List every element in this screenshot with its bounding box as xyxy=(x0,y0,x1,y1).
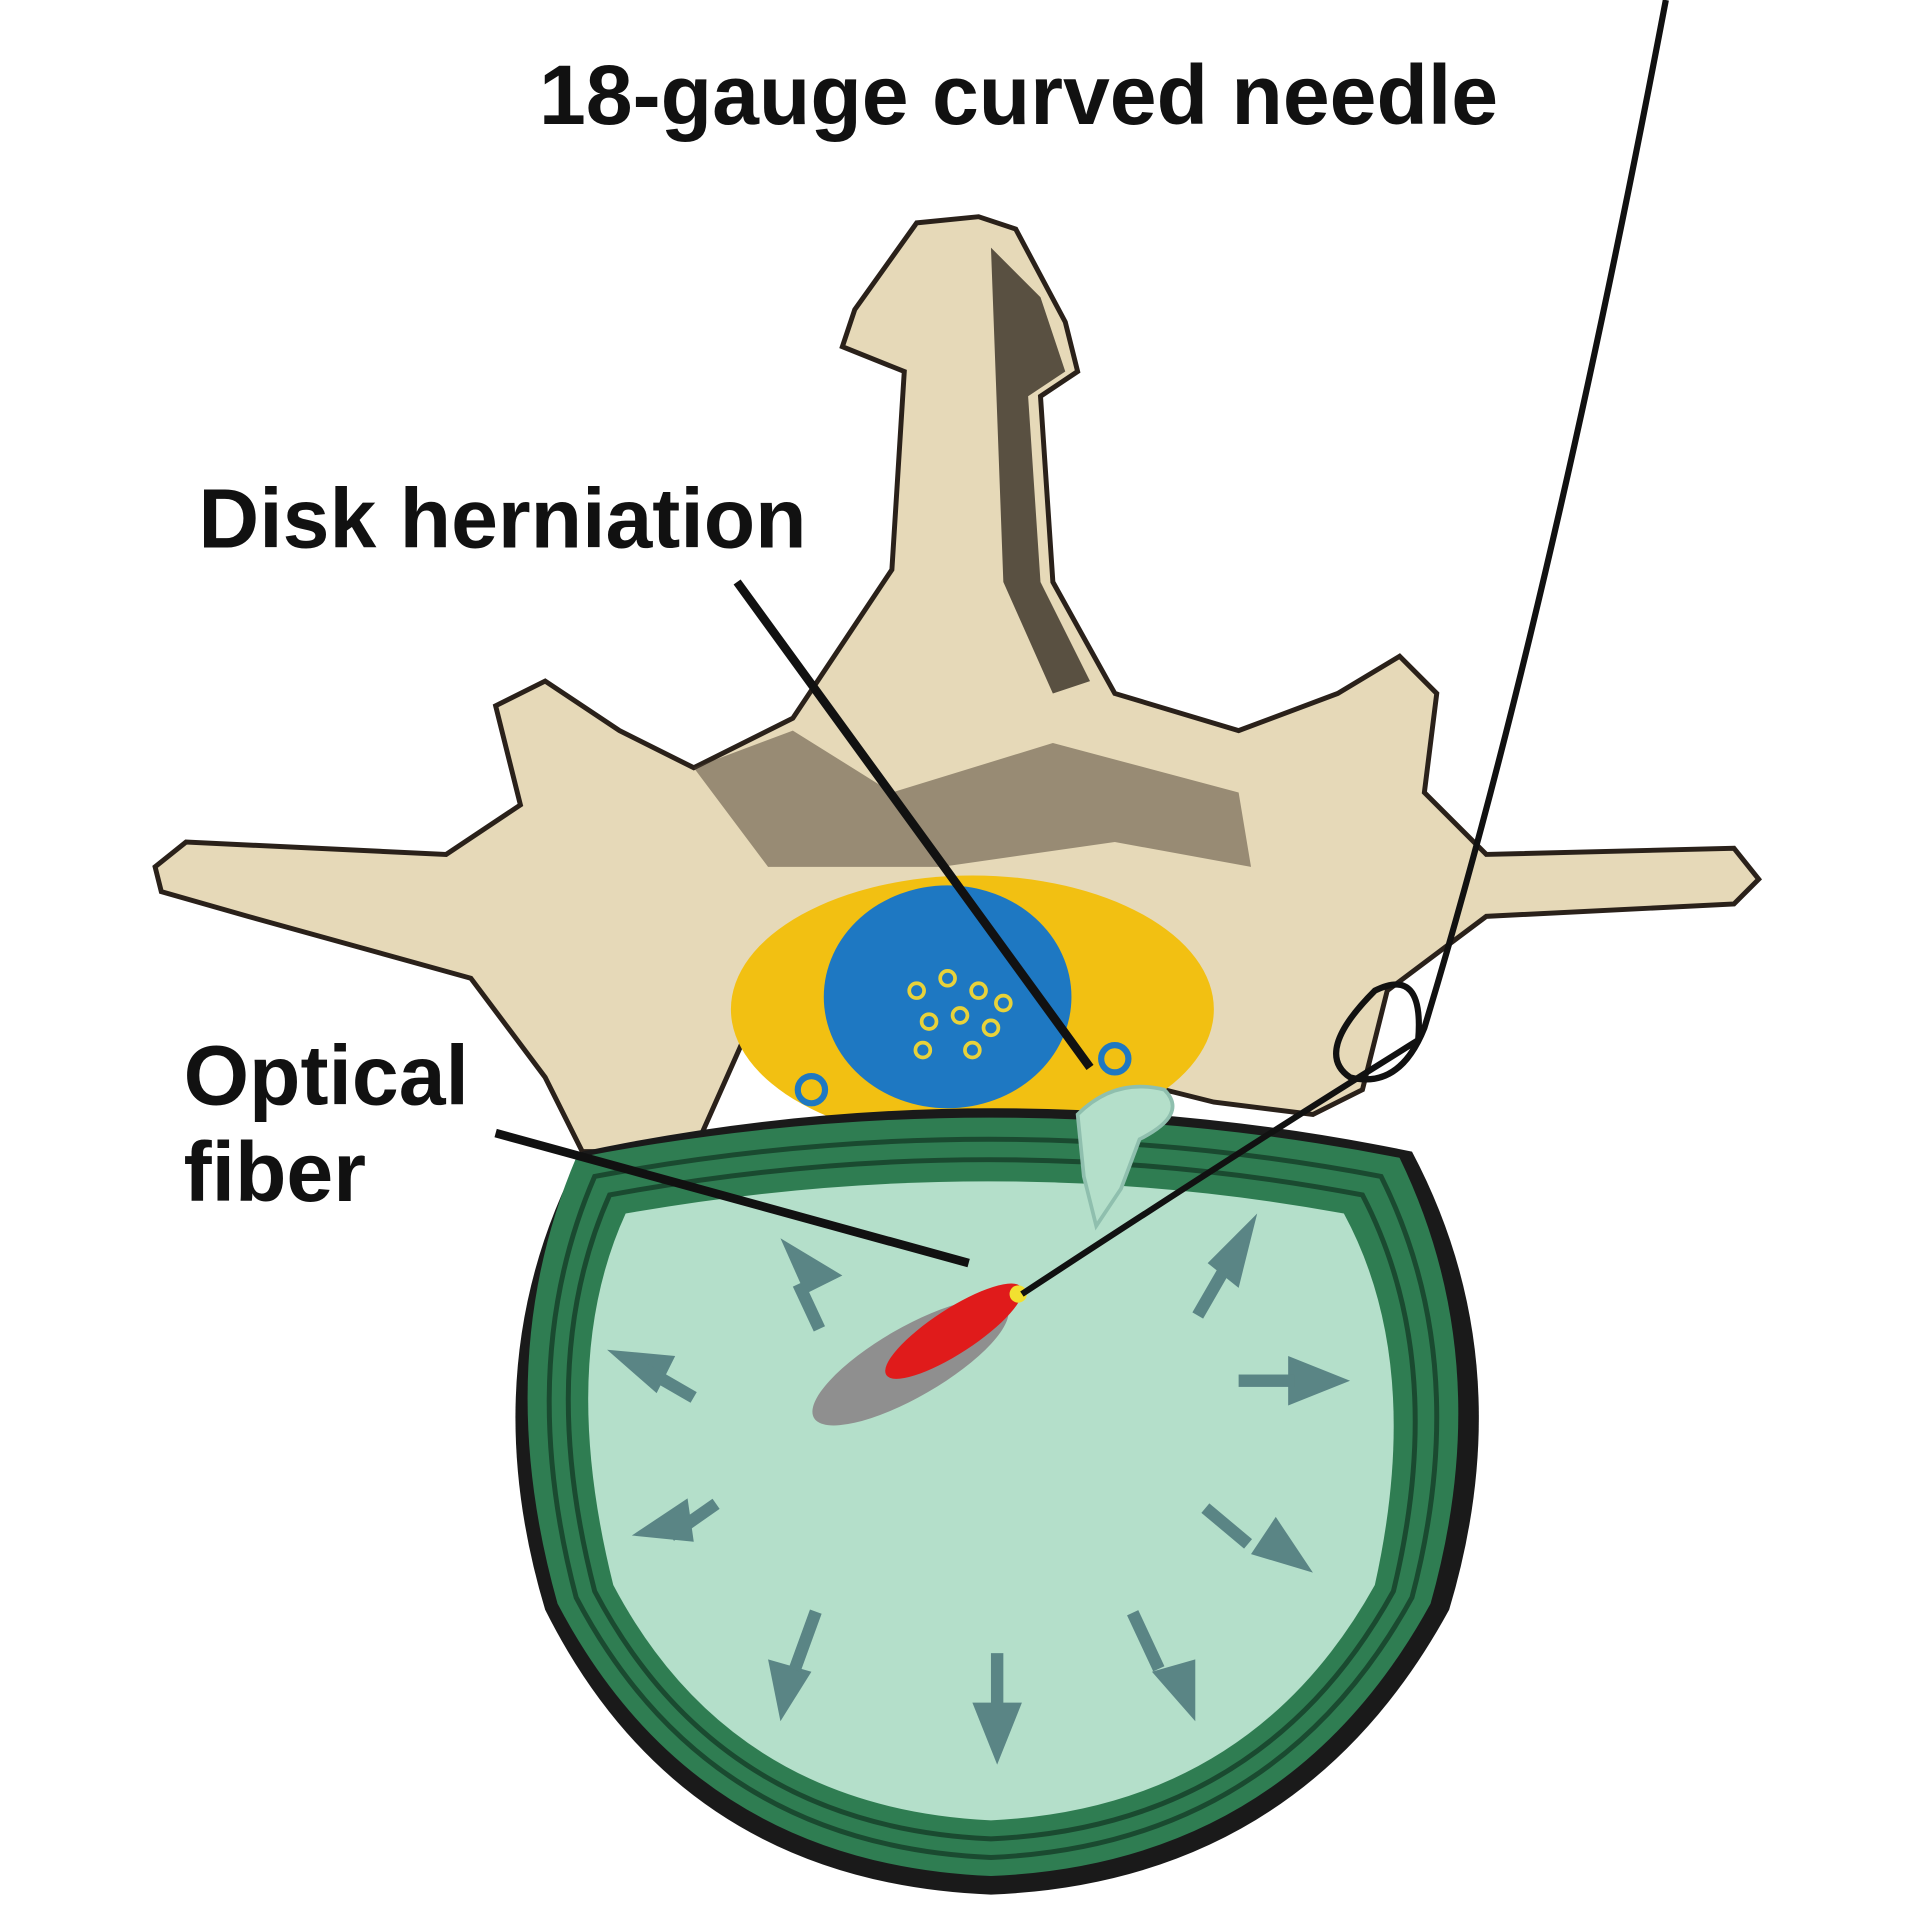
spinal-cord xyxy=(823,885,1072,1109)
spinal-canal xyxy=(730,875,1214,1143)
needle-label: 18-gauge curved needle xyxy=(539,48,1498,142)
curved-needle xyxy=(1020,0,1669,1297)
pressure-arrows xyxy=(607,1213,1351,1765)
herniated-material xyxy=(1075,1084,1175,1231)
herniation-label: Disk herniation xyxy=(198,471,806,565)
laser-ablation xyxy=(885,1283,1023,1379)
intervertebral-disk xyxy=(515,1084,1479,1895)
fiber-pointer xyxy=(494,1128,970,1268)
herniation-pointer xyxy=(733,579,1094,1070)
optical-fiber-label-line1: Optical xyxy=(184,1029,469,1123)
vertebra xyxy=(152,214,1763,1155)
bone-shadow xyxy=(990,247,1091,694)
optical-fiber-label-line2: fiber xyxy=(184,1125,366,1219)
lamina-shadow xyxy=(693,730,1252,867)
